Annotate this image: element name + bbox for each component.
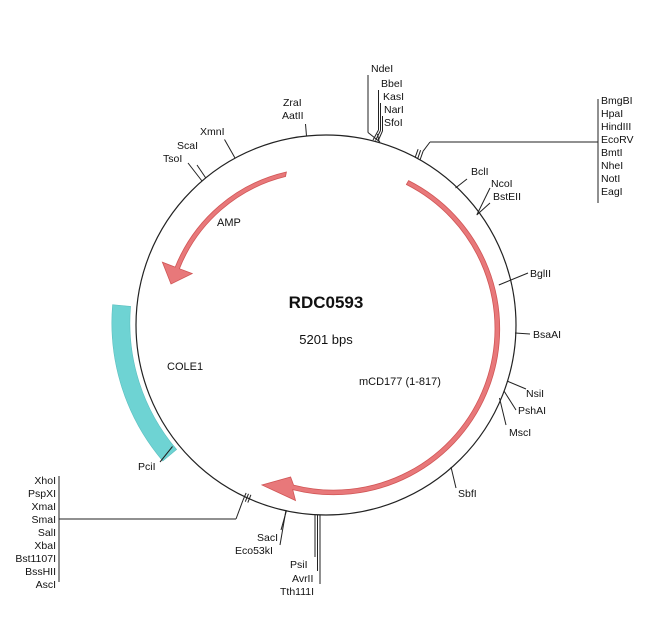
site-label-ncoi[interactable]: NcoI [491,178,513,190]
site-label-ndei[interactable]: NdeI [371,63,393,75]
site-label-hpai[interactable]: HpaI [601,108,623,120]
site-label-xmni[interactable]: XmnI [200,126,225,138]
site-label-pspxi[interactable]: PspXI [28,488,56,500]
site-label-noti[interactable]: NotI [601,173,620,185]
site-label-bmgbi[interactable]: BmgBI [601,95,633,107]
site-label-saci[interactable]: SacI [257,532,278,544]
cole1-label: COLE1 [167,361,203,373]
site-label-zrai[interactable]: ZraI [283,97,302,109]
site-cluster-top-right-marker [414,149,424,160]
site-label-msci[interactable]: MscI [509,427,531,439]
site-label-bbei[interactable]: BbeI [381,78,403,90]
site-label-tsoi[interactable]: TsoI [163,153,182,165]
site-label-sali[interactable]: SalI [38,527,56,539]
site-label-nhei[interactable]: NheI [601,160,623,172]
site-label-bsaai[interactable]: BsaAI [533,329,561,341]
site-label-tth111i[interactable]: Tth111I [280,586,314,598]
site-label-eco53ki[interactable]: Eco53kI [235,545,273,557]
mcd177-feature[interactable] [260,180,501,502]
plasmid-backbone [135,134,517,516]
site-label-scai[interactable]: ScaI [177,140,198,152]
cole1-feature[interactable] [111,304,178,462]
site-label-sbfi[interactable]: SbfI [458,488,477,500]
site-label-bmti[interactable]: BmtI [601,147,623,159]
site-label-hindiii[interactable]: HindIII [601,121,631,133]
site-label-xmai[interactable]: XmaI [31,501,56,513]
plasmid-name: RDC0593 [289,293,364,312]
site-label-asci[interactable]: AscI [36,579,56,591]
site-label-aatii[interactable]: AatII [282,110,304,122]
amp-feature[interactable] [161,171,287,285]
site-label-bst1107i[interactable]: Bst1107I [15,553,56,565]
site-label-avrii[interactable]: AvrII [292,573,313,585]
site-leader-lines [58,75,599,584]
mcd177-label: mCD177 (1-817) [359,376,441,388]
site-label-bglii[interactable]: BglII [530,268,551,280]
site-label-smai[interactable]: SmaI [31,514,56,526]
site-label-pshai[interactable]: PshAI [518,405,546,417]
site-label-ecorv[interactable]: EcoRV [601,134,634,146]
site-label-pcii[interactable]: PciI [138,461,156,473]
amp-label: AMP [217,217,241,229]
site-label-xbai[interactable]: XbaI [34,540,56,552]
site-label-eagi[interactable]: EagI [601,186,623,198]
site-label-xhoi[interactable]: XhoI [34,475,56,487]
site-label-bsshii[interactable]: BssHII [25,566,56,578]
plasmid-size: 5201 bps [299,332,353,347]
site-cluster-bottom-left-marker [242,492,252,503]
site-label-sfoi[interactable]: SfoI [384,117,403,129]
site-label-kasi[interactable]: KasI [383,91,404,103]
site-label-bcli[interactable]: BclI [471,166,489,178]
site-label-nsii[interactable]: NsiI [526,388,544,400]
site-label-psii[interactable]: PsiI [290,559,308,571]
site-label-nari[interactable]: NarI [384,104,404,116]
site-label-bsteii[interactable]: BstEII [493,191,521,203]
